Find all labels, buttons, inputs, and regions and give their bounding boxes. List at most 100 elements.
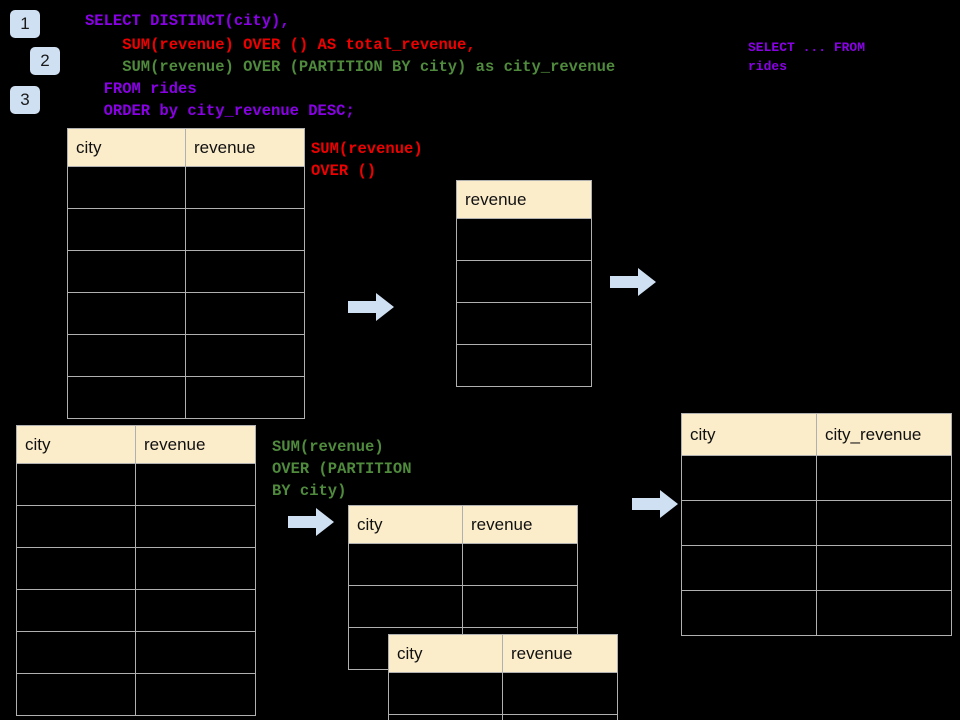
sql-line-order-by: ORDER by city_revenue DESC; (85, 102, 355, 120)
column-header-city-revenue: city_revenue (816, 413, 952, 456)
table-row (67, 334, 305, 377)
cell-revenue (185, 250, 305, 293)
cell-city (16, 463, 136, 506)
cell-revenue (135, 505, 256, 548)
cell-revenue (135, 631, 256, 674)
table-header-row: city revenue (348, 505, 578, 544)
cell-city (681, 455, 817, 501)
table-row (681, 590, 952, 636)
table-header-row: city city_revenue (681, 413, 952, 456)
cell-city-revenue (816, 455, 952, 501)
table-header-row: city revenue (67, 128, 305, 167)
step-badge-3: 3 (10, 86, 40, 114)
cell-city (16, 505, 136, 548)
final-result-table: city city_revenue (681, 413, 952, 636)
table-row (16, 589, 256, 632)
cell-city (348, 585, 463, 628)
cell-city (67, 208, 186, 251)
cell-city (681, 590, 817, 636)
sql-line-city-revenue: SUM(revenue) OVER (PARTITION BY city) as… (85, 58, 616, 76)
total-revenue-table: revenue (456, 180, 592, 387)
cell-revenue (456, 344, 592, 387)
cell-revenue (462, 543, 578, 586)
cell-city (67, 166, 186, 209)
sql-line-total-revenue: SUM(revenue) OVER () AS total_revenue, (85, 36, 476, 54)
table-row (456, 302, 592, 345)
cell-city (67, 292, 186, 335)
arrow-total-revenue-to-result (610, 268, 656, 296)
table-row (16, 631, 256, 674)
cell-city (348, 543, 463, 586)
cell-city-revenue (816, 545, 952, 591)
column-header-city: city (681, 413, 817, 456)
cell-revenue (456, 260, 592, 303)
partition-group-b: city revenue (388, 634, 618, 720)
cell-city (16, 673, 136, 716)
cell-revenue (462, 585, 578, 628)
cell-revenue (456, 218, 592, 261)
table-row (16, 505, 256, 548)
table-row (348, 585, 578, 628)
table-row (67, 292, 305, 335)
table-row (456, 218, 592, 261)
cell-revenue (185, 292, 305, 335)
table-row (456, 344, 592, 387)
cell-city (681, 545, 817, 591)
rides-source-table: city revenue (67, 128, 305, 419)
cell-city (67, 334, 186, 377)
table-row (16, 547, 256, 590)
arrow-rides-to-total-revenue (348, 293, 394, 321)
table-header-row: city revenue (388, 634, 618, 673)
table-row (16, 463, 256, 506)
cell-revenue (185, 166, 305, 209)
rides-source-table-partitioned: city revenue (16, 425, 256, 716)
cell-city (388, 714, 503, 720)
source-query-label: SELECT ... FROM rides (748, 40, 866, 74)
sql-line-from: FROM rides (85, 80, 197, 98)
column-header-revenue: revenue (502, 634, 618, 673)
column-header-city: city (348, 505, 463, 544)
table-row (67, 376, 305, 419)
cell-revenue (185, 376, 305, 419)
column-header-revenue: revenue (185, 128, 305, 167)
cell-city (681, 500, 817, 546)
cell-revenue (502, 714, 618, 720)
table-row (681, 545, 952, 591)
cell-city (388, 672, 503, 715)
table-row (348, 543, 578, 586)
cell-city (16, 589, 136, 632)
cell-revenue (135, 673, 256, 716)
step-badge-1: 1 (10, 10, 40, 38)
cell-city-revenue (816, 500, 952, 546)
table-row (681, 455, 952, 501)
cell-revenue (135, 589, 256, 632)
table-header-row: revenue (456, 180, 592, 219)
cell-revenue (185, 208, 305, 251)
cell-city (67, 250, 186, 293)
column-header-revenue: revenue (462, 505, 578, 544)
table-row (67, 166, 305, 209)
column-header-city: city (16, 425, 136, 464)
cell-city (67, 376, 186, 419)
cell-city (16, 631, 136, 674)
table-row (388, 672, 618, 715)
table-row (16, 673, 256, 716)
table-header-row: city revenue (16, 425, 256, 464)
cell-revenue (456, 302, 592, 345)
city-revenue-annotation: SUM(revenue) OVER (PARTITION BY city) (272, 438, 412, 500)
column-header-revenue: revenue (135, 425, 256, 464)
column-header-revenue: revenue (456, 180, 592, 219)
cell-revenue (135, 463, 256, 506)
cell-revenue (502, 672, 618, 715)
cell-revenue (185, 334, 305, 377)
arrow-partitions-to-result (632, 490, 678, 518)
cell-revenue (135, 547, 256, 590)
table-row (456, 260, 592, 303)
cell-city (16, 547, 136, 590)
column-header-city: city (67, 128, 186, 167)
sql-line-select-distinct: SELECT DISTINCT(city), (85, 12, 290, 30)
step-badge-2: 2 (30, 47, 60, 75)
column-header-city: city (388, 634, 503, 673)
cell-city-revenue (816, 590, 952, 636)
total-revenue-annotation: SUM(revenue) OVER () (311, 140, 423, 180)
